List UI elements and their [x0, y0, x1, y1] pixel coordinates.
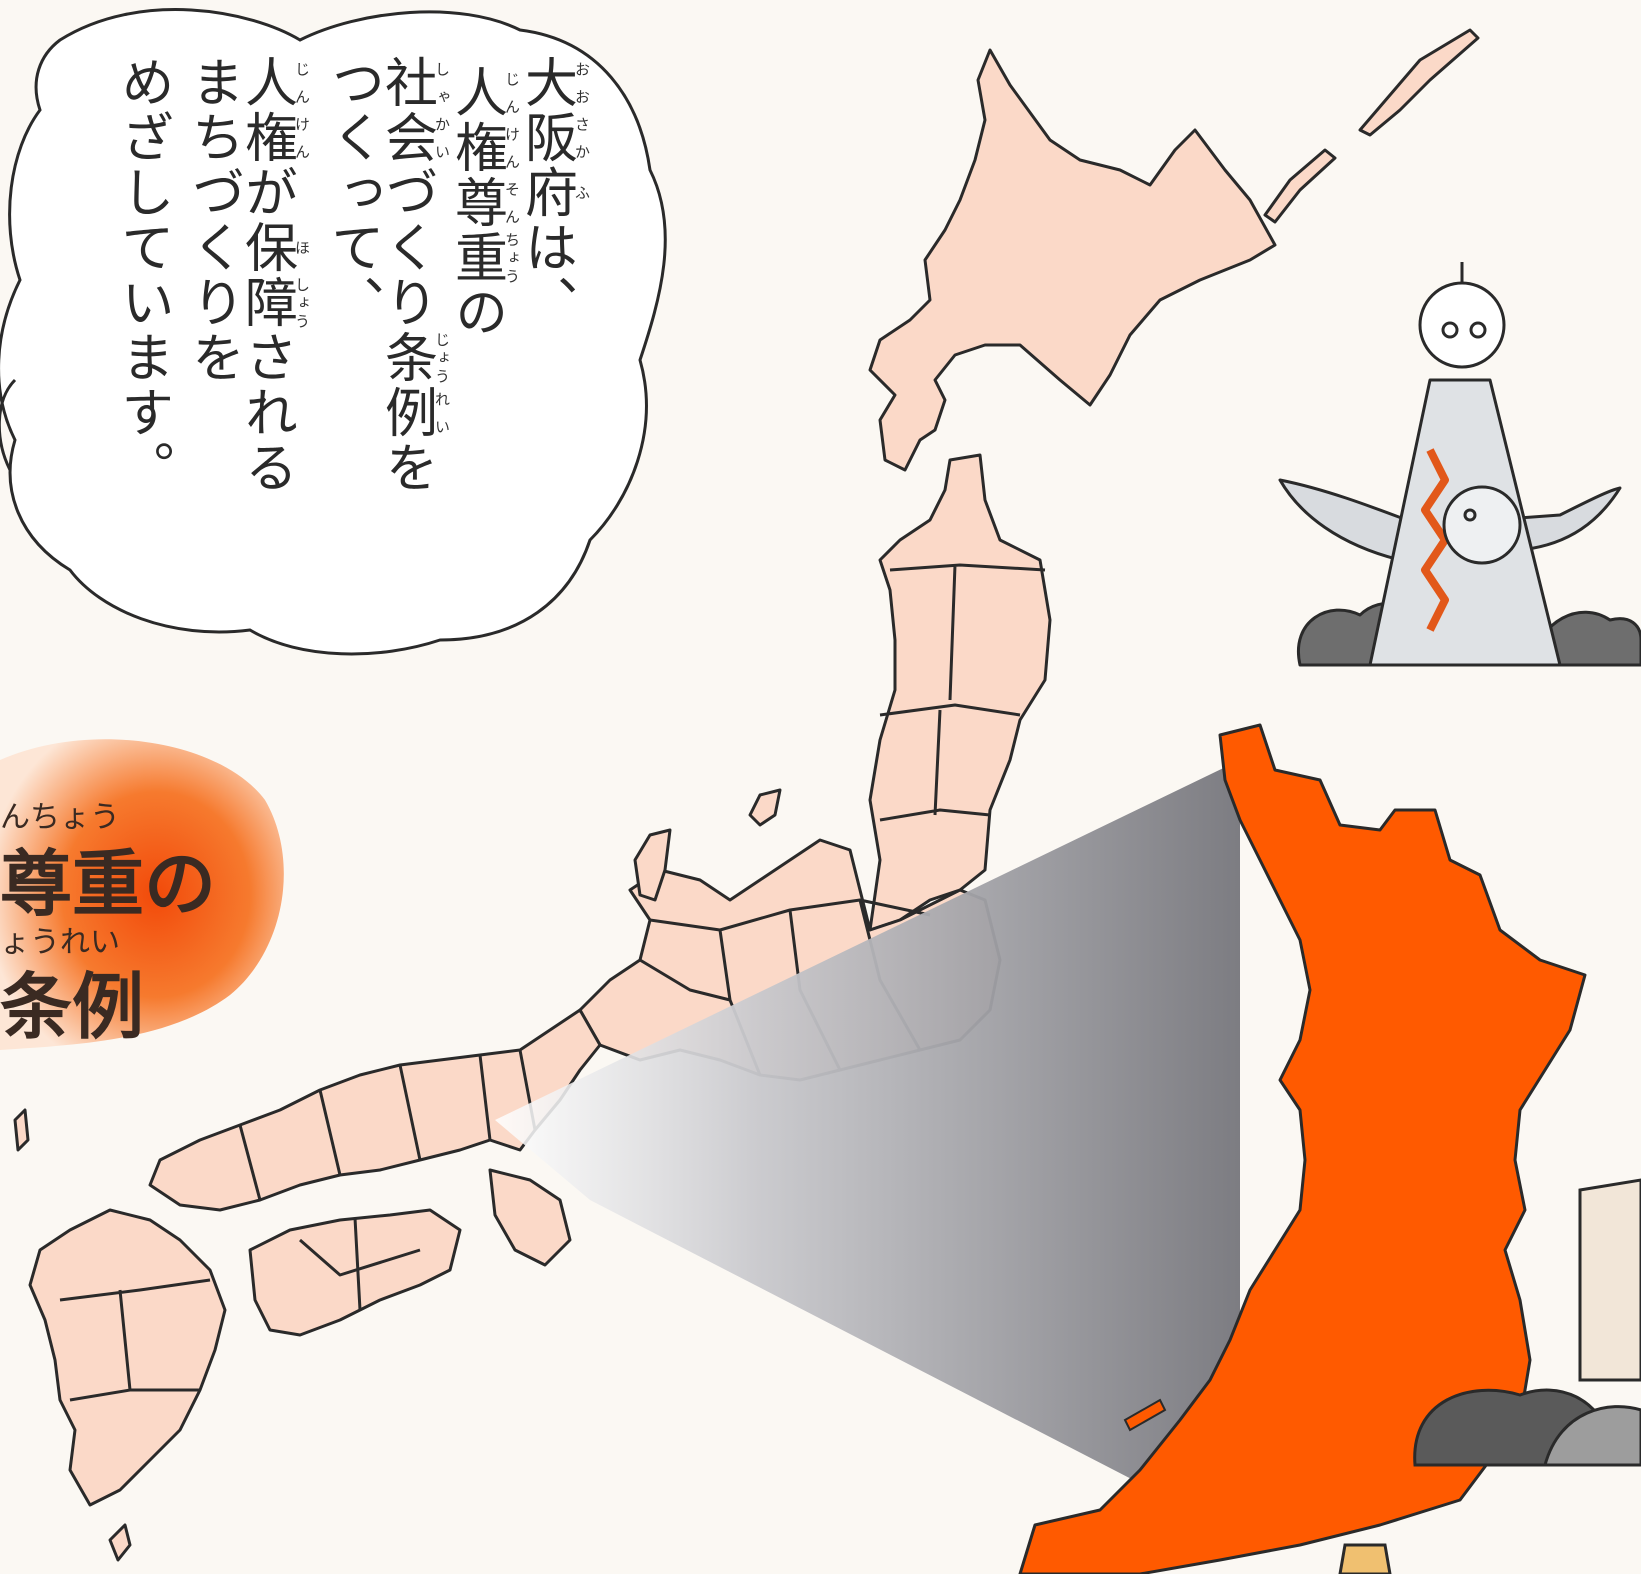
- tower-of-the-sun-illustration: [1278, 262, 1641, 667]
- banner-title-line-1: 尊重の: [0, 842, 217, 926]
- tohoku-shape: [868, 453, 1052, 932]
- western-island-shape: [13, 1108, 30, 1152]
- tower-golden-face: [1418, 281, 1506, 369]
- speech-bubble-tail: [0, 378, 17, 471]
- kuril-islands-shape: [1358, 28, 1480, 137]
- bubble-column-2: 人じん権けん尊そん重ちょうの: [446, 65, 522, 340]
- tower-small-shape: [1338, 1543, 1392, 1574]
- osaka-prefecture-map: [1018, 723, 1587, 1574]
- speech-bubble: [0, 8, 667, 656]
- bubble-column-1: 大おお阪さか府ふは、: [516, 55, 592, 330]
- southern-island-shape: [108, 1523, 132, 1562]
- kii-peninsula-shape: [488, 1168, 572, 1267]
- kuril-island-2-shape: [1263, 148, 1337, 224]
- tower-sun-face-eye: [1463, 508, 1477, 522]
- speech-bubble-text: 大おお阪さか府ふは、 人じん権けん尊そん重ちょうの 社しゃ会かいづくり条じょう例…: [70, 55, 592, 615]
- banner-ruby-line-1: んちょう: [0, 800, 120, 835]
- title-banner-shape: [0, 739, 284, 1050]
- bubble-column-7: めざしています。: [113, 55, 174, 495]
- banner-ruby-line-2: ょうれい: [0, 925, 120, 960]
- shikoku-border: [299, 1217, 421, 1311]
- sado-island-shape: [748, 788, 782, 827]
- bottom-right-illustration: [1338, 1178, 1641, 1574]
- tower-golden-face-eye-right: [1469, 321, 1487, 339]
- tower-arms: [1278, 478, 1622, 562]
- tower-stripe: [1421, 448, 1449, 632]
- tower-golden-face-eye-left: [1441, 321, 1459, 339]
- bubble-column-6: まちづくりを: [183, 55, 244, 385]
- zoom-beam: [495, 760, 1240, 1535]
- tohoku-border-1: [879, 563, 1046, 822]
- noto-peninsula-shape: [633, 828, 672, 902]
- chugoku-border: [238, 1049, 537, 1201]
- banner-title-line-2: 条例: [0, 965, 145, 1049]
- bubble-column-5: 人じん権けんが保ほ障しょうされる: [236, 55, 312, 495]
- kyushu-border: [59, 1278, 211, 1402]
- bubble-column-3: 社しゃ会かいづくり条じょう例れいを: [376, 55, 452, 495]
- building-shape: [1578, 1178, 1641, 1382]
- tower-sun-face: [1442, 485, 1522, 565]
- hokkaido-shape: [868, 48, 1277, 472]
- bubble-column-4: つくって、: [323, 55, 384, 330]
- osaka-island-shape: [1123, 1398, 1167, 1432]
